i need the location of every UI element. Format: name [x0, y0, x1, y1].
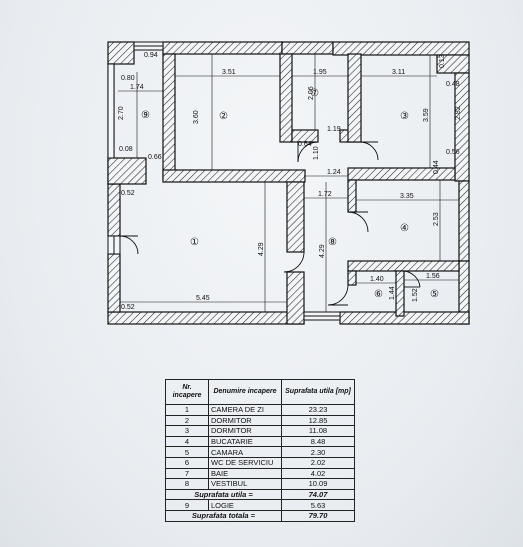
windows [107, 41, 341, 321]
cell-nr: 1 [165, 404, 209, 416]
cell-name: CAMERA DE ZI [208, 404, 282, 416]
dim-1.95: 1.95 [313, 69, 327, 76]
dim-3.35: 3.35 [400, 193, 414, 200]
room-number-9: ⑨ [141, 110, 150, 121]
suprafata-utila-row: Suprafata utila = 74.07 [165, 488, 355, 501]
cell-nr: 3 [165, 425, 209, 437]
dim-1.74: 1.74 [130, 84, 144, 91]
header-area: Suprafata utila [mp] [281, 379, 355, 405]
cell-area: 2.30 [281, 446, 355, 458]
suprafata-utila-value: 74.07 [281, 488, 355, 501]
dim-2.82: 2.82 [455, 106, 462, 120]
table-header-row: Nr. incapere Denumire incapere Suprafata… [165, 379, 355, 405]
cell-name: CAMARA [208, 446, 282, 458]
cell-name: DORMITOR [208, 425, 282, 437]
cell-nr: 5 [165, 446, 209, 458]
dim-1.56: 1.56 [426, 273, 440, 280]
cell-area: 5.63 [281, 499, 355, 511]
dim-4.29-hall: 4.29 [319, 244, 326, 258]
dim-0.52-top: 0.52 [121, 190, 135, 197]
cell-nr: 8 [165, 478, 209, 490]
room-number-7: ⑦ [310, 88, 319, 99]
area-table-container: Nr. incapere Denumire incapere Suprafata… [165, 379, 355, 522]
dim-0.94: 0.94 [144, 52, 158, 59]
cell-name: BUCATARIE [208, 435, 282, 448]
cell-name: DORMITOR [208, 414, 282, 427]
dim-3.60: 3.60 [193, 110, 200, 124]
cell-area: 4.02 [281, 467, 355, 480]
dimension-lines [118, 54, 459, 312]
dim-0.66: 0.66 [148, 154, 162, 161]
dim-1.44: 1.44 [389, 286, 396, 300]
dim-1.52: 1.52 [412, 288, 419, 302]
cell-nr: 6 [165, 456, 209, 469]
doors [119, 141, 421, 306]
cell-nr: 4 [165, 435, 209, 448]
room-number-5: ⑤ [430, 289, 439, 300]
room-number-8: ⑧ [328, 237, 337, 248]
header-name: Denumire incapere [208, 379, 282, 405]
walls [107, 41, 470, 325]
cell-name: LOGIE [208, 499, 282, 511]
area-table: Nr. incapere Denumire incapere Suprafata… [165, 379, 355, 522]
cell-name: WC DE SERVICIU [208, 456, 282, 469]
cell-area: 8.48 [281, 435, 355, 448]
cell-nr: 9 [165, 499, 209, 511]
dim-2.70: 2.70 [118, 106, 125, 120]
cell-area: 11.08 [281, 425, 355, 437]
cell-nr: 2 [165, 414, 209, 427]
suprafata-totala-label: Suprafata totala = [165, 509, 282, 522]
cell-area: 10.09 [281, 478, 355, 490]
dim-0.64: 0.64 [298, 141, 312, 148]
dim-0.80: 0.80 [121, 75, 135, 82]
dim-1.72: 1.72 [318, 191, 332, 198]
dimension-labels: 0.94 0.80 1.74 2.70 0.08 0.66 0.52 0.52 … [118, 52, 462, 311]
cell-name: BAIE [208, 467, 282, 480]
header-nr: Nr. incapere [165, 379, 209, 405]
dim-3.51: 3.51 [222, 69, 236, 76]
dim-0.48: 0.48 [446, 81, 460, 88]
dim-2.06: 2.06 [308, 86, 315, 100]
dim-5.45: 5.45 [196, 295, 210, 302]
dim-3.11: 3.11 [392, 69, 405, 76]
room-number-1: ① [190, 237, 199, 248]
dim-0.44: 0.44 [433, 160, 440, 174]
room-number-3: ③ [400, 111, 409, 122]
dim-1.24: 1.24 [327, 169, 341, 176]
room-numbers: ① ② ③ ④ ⑤ ⑥ ⑦ ⑧ ⑨ [141, 88, 439, 300]
cell-area: 23.23 [281, 404, 355, 416]
dim-1.40: 1.40 [370, 276, 384, 283]
dim-1.19: 1.19 [327, 126, 341, 133]
cell-name: VESTIBUL [208, 478, 282, 490]
cell-nr: 7 [165, 467, 209, 480]
dim-0.56: 0.56 [446, 149, 460, 156]
dim-4.29-room1: 4.29 [258, 242, 265, 256]
suprafata-totala-row: Suprafata totala = 79.70 [165, 509, 355, 522]
suprafata-totala-value: 79.70 [281, 509, 355, 522]
cell-area: 12.85 [281, 414, 355, 427]
dim-0.13: 0.13 [439, 54, 446, 68]
cell-area: 2.02 [281, 456, 355, 469]
dim-2.53: 2.53 [433, 212, 440, 226]
dim-0.52-bottom: 0.52 [121, 304, 135, 311]
room-number-4: ④ [400, 223, 409, 234]
dim-3.59: 3.59 [423, 108, 430, 122]
room-number-2: ② [219, 111, 228, 122]
suprafata-utila-label: Suprafata utila = [165, 488, 282, 501]
dim-0.08: 0.08 [119, 146, 133, 153]
room-number-6: ⑥ [374, 289, 383, 300]
dim-1.10: 1.10 [313, 146, 320, 160]
